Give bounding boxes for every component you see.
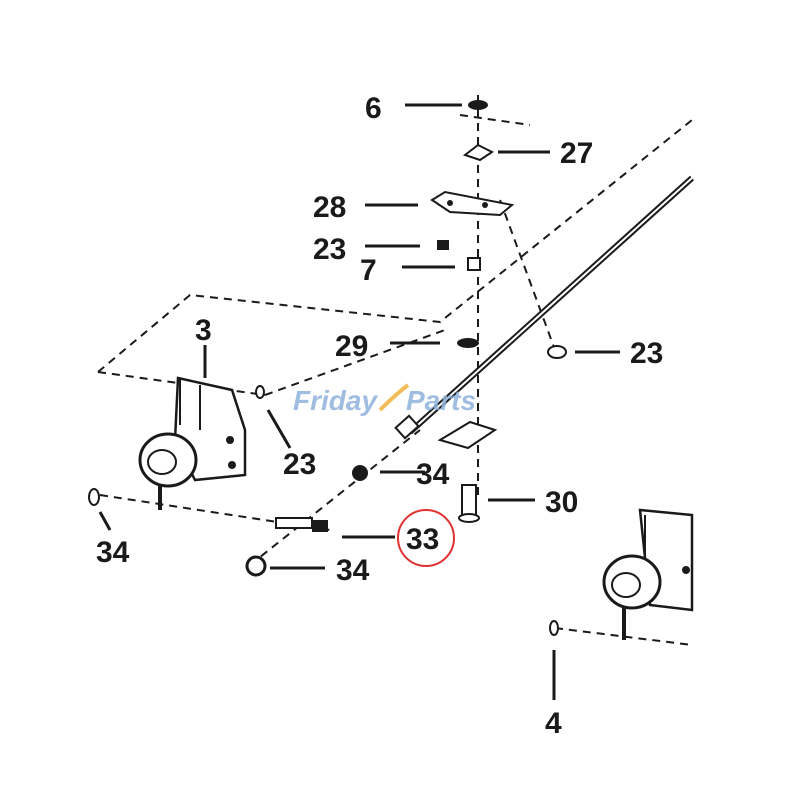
part-28-bracket xyxy=(430,190,515,217)
callout-6: 6 xyxy=(365,92,382,125)
watermark-text-parts: Parts xyxy=(406,385,476,416)
tie-rod xyxy=(394,175,695,440)
callout-29: 29 xyxy=(335,330,368,363)
part-30-bolt xyxy=(458,484,480,523)
highlight-circle xyxy=(397,509,455,567)
callout-34: 34 xyxy=(336,554,370,587)
part-29-washer xyxy=(457,338,479,348)
callout-28: 28 xyxy=(313,191,346,224)
callout-23: 23 xyxy=(283,448,316,481)
callout-34: 34 xyxy=(416,458,450,491)
part-4-washer xyxy=(549,620,559,636)
callout-23: 23 xyxy=(313,233,346,266)
callout-34: 34 xyxy=(96,536,130,569)
leader-lines xyxy=(98,103,620,700)
dashed-frame-outline xyxy=(97,95,693,646)
watermark-text-friday: Friday xyxy=(293,385,378,416)
callout-33: 33 xyxy=(406,523,439,556)
part-23-nut-upper xyxy=(437,240,449,250)
watermark-logo: Friday Parts xyxy=(293,383,476,416)
part-23-nut-right xyxy=(547,345,567,359)
callout-7: 7 xyxy=(360,254,377,287)
part-33-stud xyxy=(275,517,328,532)
part-34-washer-left xyxy=(88,488,100,506)
part-23-washer-left xyxy=(255,385,265,399)
watermark-swoosh-icon xyxy=(378,383,410,412)
caster-right xyxy=(602,508,694,640)
mounting-plate xyxy=(437,420,498,450)
part-7-spacer xyxy=(467,257,481,271)
callout-23: 23 xyxy=(630,337,663,370)
callout-27: 27 xyxy=(560,137,593,170)
callout-4: 4 xyxy=(545,707,562,740)
part-6-washer xyxy=(468,100,488,110)
callout-30: 30 xyxy=(545,486,578,519)
part-34-nut-center xyxy=(352,465,368,481)
part-27-clip xyxy=(462,143,494,162)
part-3-caster-left xyxy=(138,376,247,510)
callout-3: 3 xyxy=(195,314,212,347)
part-34-nut-bottom xyxy=(245,555,267,577)
callout-labels: 6 27 28 23 7 29 23 3 23 34 30 34 33 34 4 xyxy=(96,92,663,740)
